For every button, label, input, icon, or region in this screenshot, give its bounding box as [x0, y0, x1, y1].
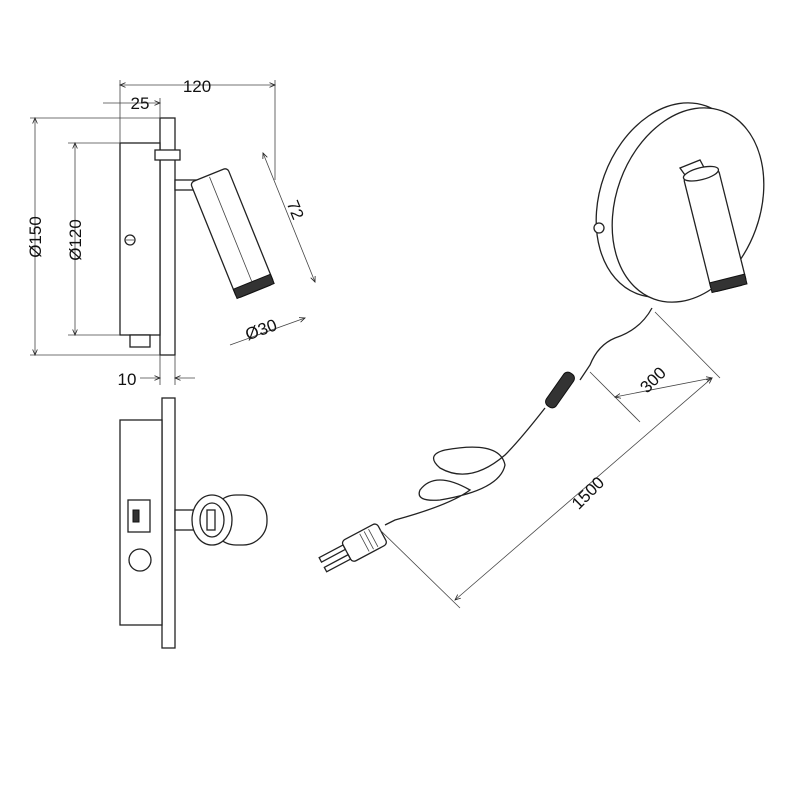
- rocker-switch-icon: [127, 499, 151, 533]
- switch-tab: [129, 334, 151, 348]
- dim-cord-length: 1500: [568, 473, 608, 513]
- dim-total-depth: 120: [183, 77, 211, 96]
- screw-icon: [593, 222, 605, 234]
- dim-box-depth: 25: [131, 94, 150, 113]
- dim-head-diameter: Ø30: [243, 315, 280, 344]
- dim-plate-diameter: Ø150: [26, 216, 45, 258]
- cord-loop: [384, 407, 546, 526]
- wall-plate-bottom: [161, 397, 176, 649]
- screw-icon: [124, 234, 136, 246]
- inline-switch-icon: [545, 371, 575, 409]
- lamp-head: [190, 168, 275, 300]
- cable-outlet-icon: [128, 548, 152, 572]
- dim-head-length: 72: [283, 198, 308, 223]
- bottom-view: [119, 397, 268, 649]
- perspective-view: 300 1500: [318, 102, 765, 609]
- cord-upper: [579, 307, 653, 381]
- side-view: 120 25 Ø150 Ø120 72 Ø30 10: [26, 77, 315, 389]
- dim-box-diameter: Ø120: [66, 219, 85, 261]
- lamp-head-bottom: [191, 494, 268, 546]
- dim-plate-thickness: 10: [118, 370, 137, 389]
- plug-icon: [318, 523, 387, 573]
